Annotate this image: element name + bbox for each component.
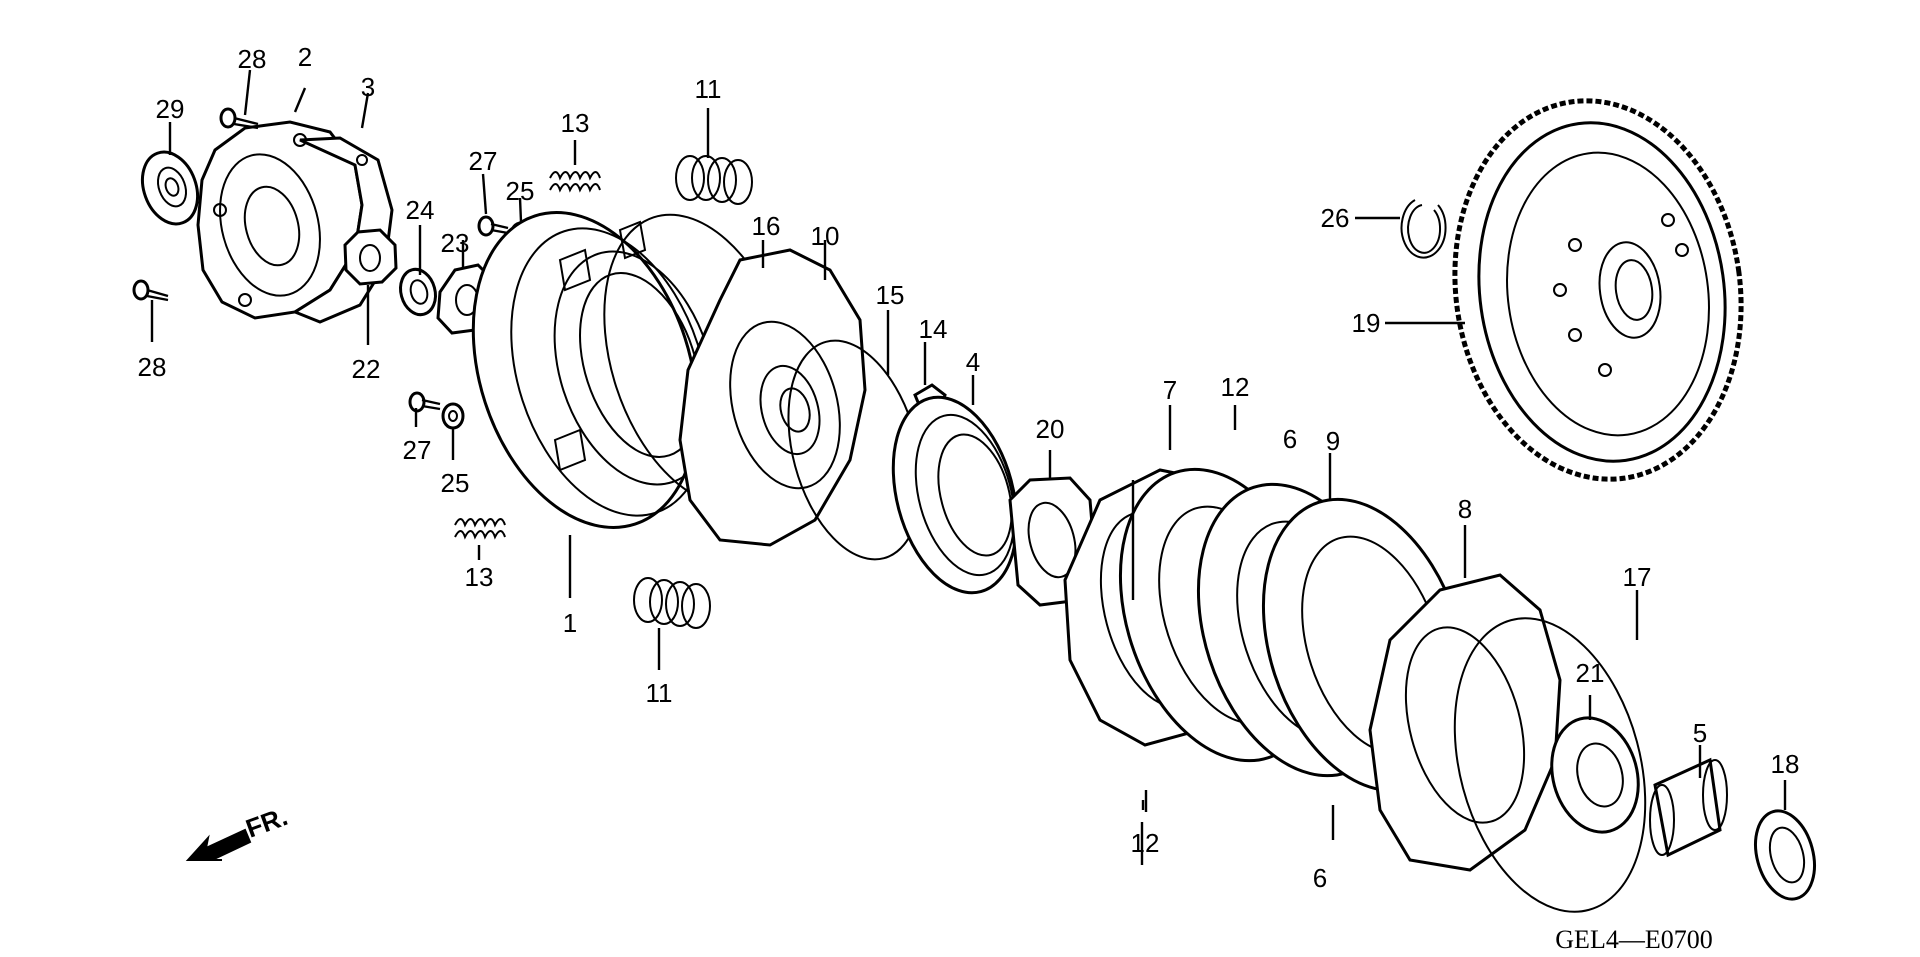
callout-12-lower: 12 xyxy=(1131,828,1160,858)
callout-15: 15 xyxy=(876,280,905,310)
part-28-screw-top xyxy=(219,107,259,130)
callout-10: 10 xyxy=(811,221,840,251)
callout-14: 14 xyxy=(919,314,948,344)
callout-9: 9 xyxy=(1326,426,1340,456)
part-10-clutch-center xyxy=(678,248,867,547)
callout-labels: 29 28 2 3 28 22 24 23 27 25 27 25 13 13 … xyxy=(138,42,1800,893)
callout-20: 20 xyxy=(1036,414,1065,444)
part-11-spring-lower xyxy=(633,577,711,629)
callout-11-lower: 11 xyxy=(646,678,673,708)
callout-7: 7 xyxy=(1163,375,1177,405)
callout-11-upper: 11 xyxy=(695,74,722,104)
part-8-pressure-plate xyxy=(1368,573,1562,872)
callout-13-upper: 13 xyxy=(561,108,590,138)
part-22-nut xyxy=(343,228,398,286)
part-25-washer-lower xyxy=(441,402,465,430)
part-27-screw-lower xyxy=(408,391,441,413)
leader-lines xyxy=(150,69,1787,865)
callout-5: 5 xyxy=(1693,718,1707,748)
part-13-spring-lower xyxy=(454,518,506,540)
part-29-bearing xyxy=(140,150,200,226)
callout-3: 3 xyxy=(361,72,375,102)
callout-12-upper: 12 xyxy=(1221,372,1250,402)
callout-17: 17 xyxy=(1623,562,1652,592)
callout-29: 29 xyxy=(156,94,185,124)
callout-28-bottom: 28 xyxy=(138,352,167,382)
callout-27-lower: 27 xyxy=(403,435,432,465)
callout-2: 2 xyxy=(298,42,312,72)
front-direction-label: FR. xyxy=(242,801,292,844)
callout-8: 8 xyxy=(1458,494,1472,524)
callout-19: 19 xyxy=(1352,308,1381,338)
callout-6-upper: 6 xyxy=(1283,424,1297,454)
callout-22: 22 xyxy=(352,354,381,384)
callout-25-upper: 25 xyxy=(506,176,535,206)
callout-18: 18 xyxy=(1771,749,1800,779)
callout-16: 16 xyxy=(752,211,781,241)
part-1-clutch-drum xyxy=(471,211,717,529)
callout-1: 1 xyxy=(563,608,577,638)
callout-21: 21 xyxy=(1576,658,1605,688)
part-27-screw-upper xyxy=(477,215,509,237)
diagram-code: GEL4—E0700 xyxy=(1555,925,1712,954)
part-2-cover xyxy=(196,120,364,320)
callout-13-lower: 13 xyxy=(465,562,494,592)
callout-28-top: 28 xyxy=(238,44,267,74)
part-28-screw-bottom xyxy=(132,279,169,302)
callout-27-upper: 27 xyxy=(469,146,498,176)
callout-4: 4 xyxy=(966,347,980,377)
part-18-seal xyxy=(1754,809,1816,901)
callout-26: 26 xyxy=(1321,203,1350,233)
part-5-bushing xyxy=(1649,757,1728,858)
part-13-spring-upper xyxy=(549,171,601,193)
callout-23: 23 xyxy=(441,228,470,258)
callout-25-lower: 25 xyxy=(441,468,470,498)
part-19-driven-gear xyxy=(1452,98,1744,482)
part-4-one-way-clutch xyxy=(891,395,1019,595)
part-11-spring-upper xyxy=(675,155,753,205)
callout-6-lower: 6 xyxy=(1313,863,1327,893)
part-17-snap-ring xyxy=(1453,617,1647,913)
part-24-washer xyxy=(399,267,437,317)
callout-24: 24 xyxy=(406,195,435,225)
part-21-gear xyxy=(1550,716,1640,834)
front-direction-arrow: FR. xyxy=(185,801,292,861)
part-26-circlip xyxy=(1400,199,1447,259)
